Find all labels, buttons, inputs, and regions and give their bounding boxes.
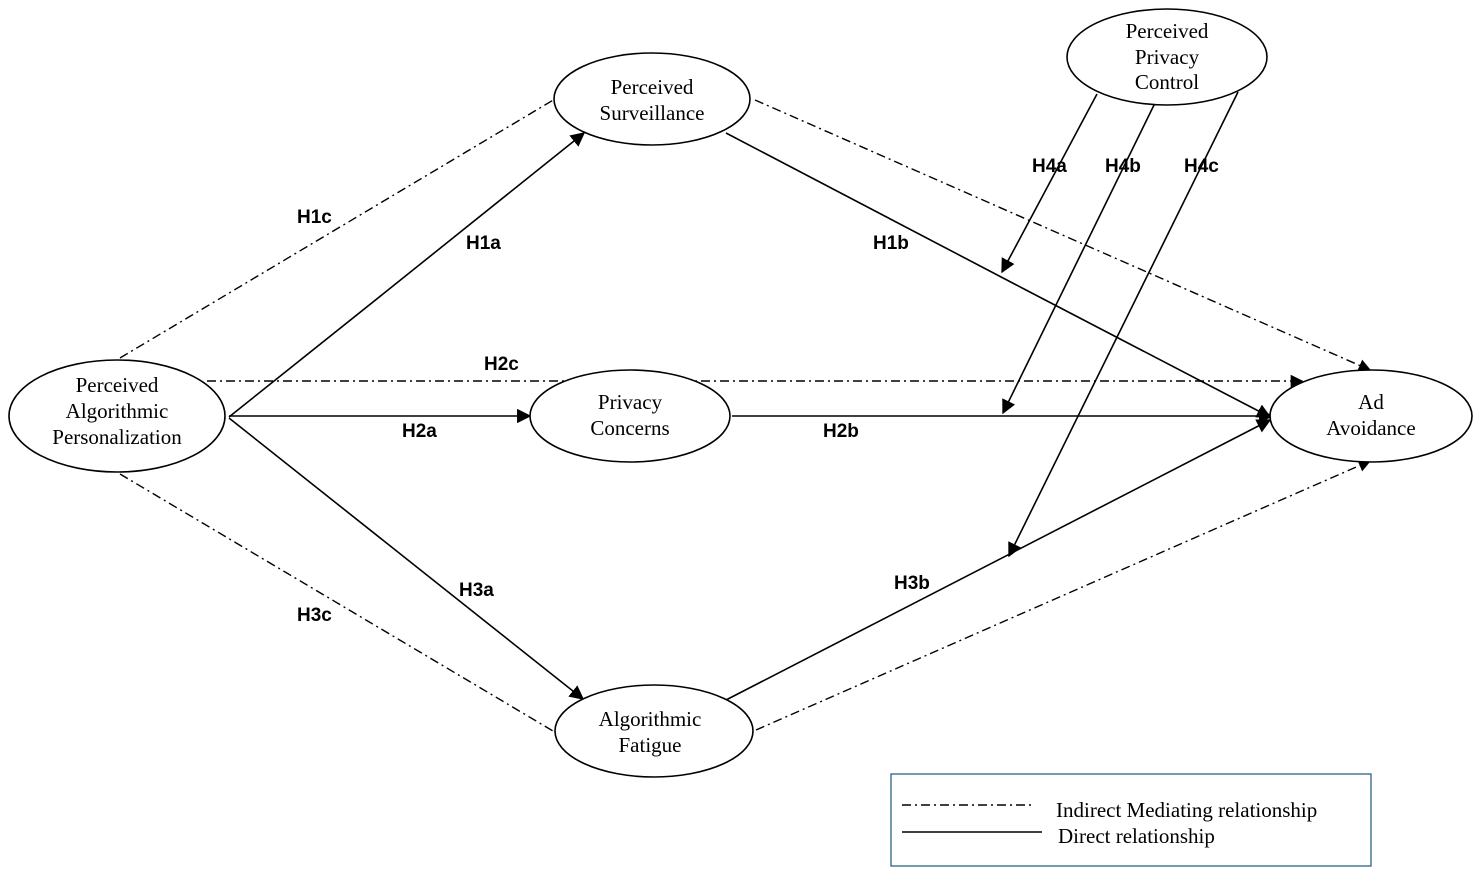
node-algorithmic-fatigue: Algorithmic Fatigue	[554, 684, 754, 778]
edge-h4a	[1001, 93, 1098, 274]
label-h1a: H1a	[466, 233, 501, 254]
label-h2c: H2c	[484, 354, 519, 375]
edge-h1c-right	[754, 99, 1372, 372]
label-h1c: H1c	[297, 207, 332, 228]
label-h2a: H2a	[402, 421, 437, 442]
edge-h3c-left	[119, 473, 554, 732]
edge-h1a	[228, 132, 586, 418]
node-ps-line2: Surveillance	[600, 101, 705, 125]
node-ppc-line3: Control	[1135, 70, 1199, 94]
label-h3b: H3b	[894, 573, 930, 594]
node-pap-line3: Personalization	[52, 425, 182, 449]
label-h3a: H3a	[459, 580, 494, 601]
node-aa-line1: Ad	[1358, 390, 1384, 414]
edge-h3c-right	[755, 459, 1372, 731]
edge-h4c	[1008, 91, 1239, 558]
label-h3c: H3c	[297, 605, 332, 626]
label-h1b: H1b	[873, 233, 909, 254]
edge-h1b	[725, 132, 1272, 418]
node-aa-line2: Avoidance	[1326, 416, 1415, 440]
legend: Indirect Mediating relationship Direct r…	[890, 773, 1372, 867]
legend-indirect-label: Indirect Mediating relationship	[1056, 798, 1317, 822]
edge-h1c-left	[119, 98, 556, 359]
node-pc-line1: Privacy	[598, 390, 663, 414]
node-ppc-line2: Privacy	[1135, 45, 1200, 69]
node-perceived-surveillance: Perceived Surveillance	[553, 52, 751, 146]
legend-direct-label: Direct relationship	[1058, 824, 1215, 848]
node-ad-avoidance: Ad Avoidance	[1269, 369, 1473, 463]
label-h4c: H4c	[1184, 156, 1219, 177]
label-h2b: H2b	[823, 421, 859, 442]
edge-h4b	[1002, 102, 1156, 415]
edge-h3b	[725, 419, 1272, 701]
edge-h3a	[228, 417, 585, 700]
node-perceived-algorithmic-personalization: Perceived Algorithmic Personalization	[8, 359, 226, 473]
node-pap-line2: Algorithmic	[66, 399, 169, 423]
node-af-line2: Fatigue	[619, 733, 682, 757]
node-af-line1: Algorithmic	[599, 707, 702, 731]
node-pc-line2: Concerns	[590, 416, 669, 440]
node-perceived-privacy-control: Perceived Privacy Control	[1066, 8, 1268, 106]
label-h4b: H4b	[1105, 156, 1141, 177]
node-ppc-line1: Perceived	[1126, 19, 1209, 43]
node-privacy-concerns: Privacy Concerns	[529, 369, 731, 463]
node-pap-line1: Perceived	[76, 373, 159, 397]
node-ps-line1: Perceived	[611, 75, 694, 99]
label-h4a: H4a	[1032, 156, 1067, 177]
